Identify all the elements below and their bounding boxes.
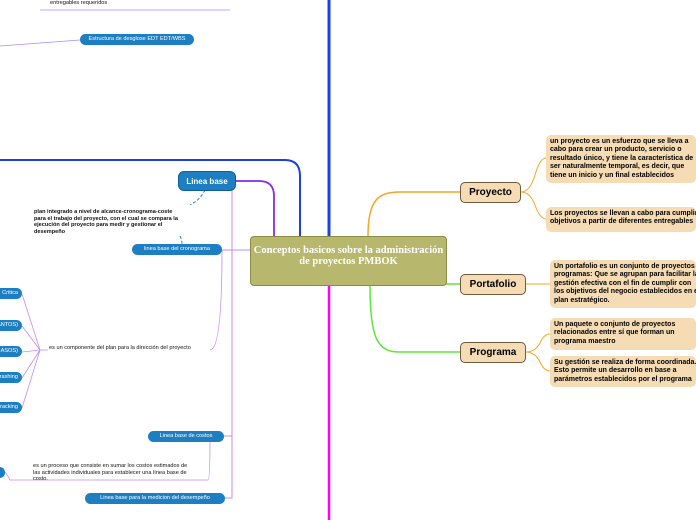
desc-line: un proyecto es un esfuerzo que se lleva … (550, 138, 689, 145)
desc-line: relacionados entre sí que forman un (554, 329, 675, 337)
desc-line: Esto permite un desarrollo en base a (554, 367, 677, 375)
branch-linea-base (236, 180, 275, 236)
proceso-line: es un proceso que consiste en sumar los … (33, 463, 188, 469)
desc-line: ser naturalmente temporal, es decir, que (550, 163, 685, 171)
desc-line: parámetros establecidos por el programa (554, 375, 692, 383)
link-proyecto-desc2 (520, 191, 547, 220)
edge-label: Critica (2, 290, 18, 296)
medicion-node[interactable]: Linea base para la medicion del desempeñ… (85, 493, 225, 504)
edge-label: (RETRASOS) (0, 348, 18, 354)
edge-label: (ADELANTOS) (0, 322, 18, 328)
cronograma-label: linea base del cronograma (144, 246, 210, 252)
costos-label: Linea base de costos (159, 433, 213, 439)
programa-node[interactable]: Programa (460, 342, 526, 363)
desc-line: los objetivos del negocio establecidos e… (554, 288, 696, 296)
fan-edges (21, 293, 48, 409)
programa-description[interactable]: Un paquete o conjunto de proyectos relac… (550, 318, 696, 350)
portafolio-label: Portafolio (469, 279, 517, 290)
desc-line: Un paquete o conjunto de proyectos (554, 321, 676, 328)
adelantos-node[interactable]: (ADELANTOS) (0, 320, 22, 331)
componente-label: es un componente del plan para la direcc… (49, 345, 191, 351)
desc-line: plan estratégico. (554, 296, 610, 304)
branch-programa (369, 285, 460, 353)
desc-line: programa maestro (554, 337, 616, 345)
costos-node[interactable]: Linea base de costos (148, 431, 224, 442)
edt-wbs-label: Estructura de desglose EDT EDT/WBS (88, 36, 186, 42)
proceso-line: costo. (33, 476, 48, 483)
note-line: plan integrado a nivel de alcance-cronog… (34, 209, 173, 215)
desc-line: Los proyectos se llevan a cabo para cump… (550, 210, 696, 217)
proceso-line: las actividades individuales para establ… (33, 469, 187, 476)
retrasos-node[interactable]: (RETRASOS) (0, 346, 22, 357)
linea-base-node[interactable]: Linea base (178, 171, 236, 191)
entregables-fragment: entregables requeridos (50, 0, 230, 9)
link-programa-desc2 (525, 351, 551, 372)
proyecto-label: Proyecto (469, 187, 512, 198)
dashed-link-1 (189, 189, 206, 206)
linea-base-note[interactable]: plan integrado a nivel de alcance-cronog… (20, 205, 224, 236)
cronograma-node[interactable]: linea base del cronograma (132, 244, 222, 255)
edt-link (0, 39, 81, 47)
desc-line: resultado único, y tiene la característi… (550, 154, 694, 162)
central-title: Conceptos basicos sobre la administració… (253, 245, 444, 267)
desc-line: tiene un inicio y un final establecidos (550, 171, 675, 179)
proyecto-node[interactable]: Proyecto (460, 182, 521, 203)
link-proceso (3, 435, 211, 481)
desc-line: programas: Que se agrupan para facilitar… (554, 271, 696, 279)
edge-label: Crashing (0, 374, 18, 380)
desc-line: Un portafolio es un conjunto de proyecto… (554, 263, 696, 270)
crashing-node[interactable]: Crashing (0, 372, 22, 383)
note-line: para el trabajo del proyecto, con el cua… (34, 215, 178, 222)
desc-line: cabo para crear un producto, servicio o (550, 146, 682, 154)
rail-right (225, 190, 233, 499)
note-line: desempeño (34, 228, 66, 235)
portafolio-node[interactable]: Portafolio (460, 274, 526, 295)
proyecto-description[interactable]: un proyecto es un esfuerzo que se lleva … (546, 135, 696, 183)
edge-label: Fast Tracking (0, 404, 18, 410)
linea-base-label: Linea base (186, 177, 228, 186)
link-componente (209, 249, 223, 351)
branch-proyecto (367, 191, 460, 237)
proceso-text: es un proceso que consiste en sumar los … (33, 463, 213, 483)
desc-line: objetivos a partir de diferentes entrega… (550, 218, 694, 226)
fast-tracking-node[interactable]: Fast Tracking (0, 402, 22, 413)
medicion-label: Linea base para la medicion del desempeñ… (100, 495, 210, 501)
branch-left-top (0, 159, 301, 236)
componente-text: es un componente del plan para la direcc… (49, 345, 214, 353)
programa-label: Programa (469, 347, 517, 358)
fragment-text: entregables requeridos (50, 0, 108, 6)
link-programa-desc1 (525, 333, 551, 353)
portafolio-description[interactable]: Un portafolio es un conjunto de proyecto… (550, 260, 696, 308)
edt-wbs-node[interactable]: Estructura de desglose EDT EDT/WBS (80, 34, 194, 45)
note-line: ejecución del proyecto para medir y gest… (34, 222, 163, 229)
desc-line: gestión efectiva con el fin de cumplir c… (554, 279, 692, 287)
cutoff-node[interactable] (0, 467, 5, 478)
critica-node[interactable]: Critica (0, 288, 22, 299)
dashed-link-2 (179, 235, 183, 245)
desc-line: Su gestión se realiza de forma coordinad… (554, 359, 696, 366)
programa-gestion[interactable]: Su gestión se realiza de forma coordinad… (550, 356, 696, 387)
proyecto-objectives[interactable]: Los proyectos se llevan a cabo para cump… (546, 207, 696, 232)
central-topic[interactable]: Conceptos basicos sobre la administració… (250, 236, 447, 286)
link-proyecto-desc1 (520, 157, 547, 193)
